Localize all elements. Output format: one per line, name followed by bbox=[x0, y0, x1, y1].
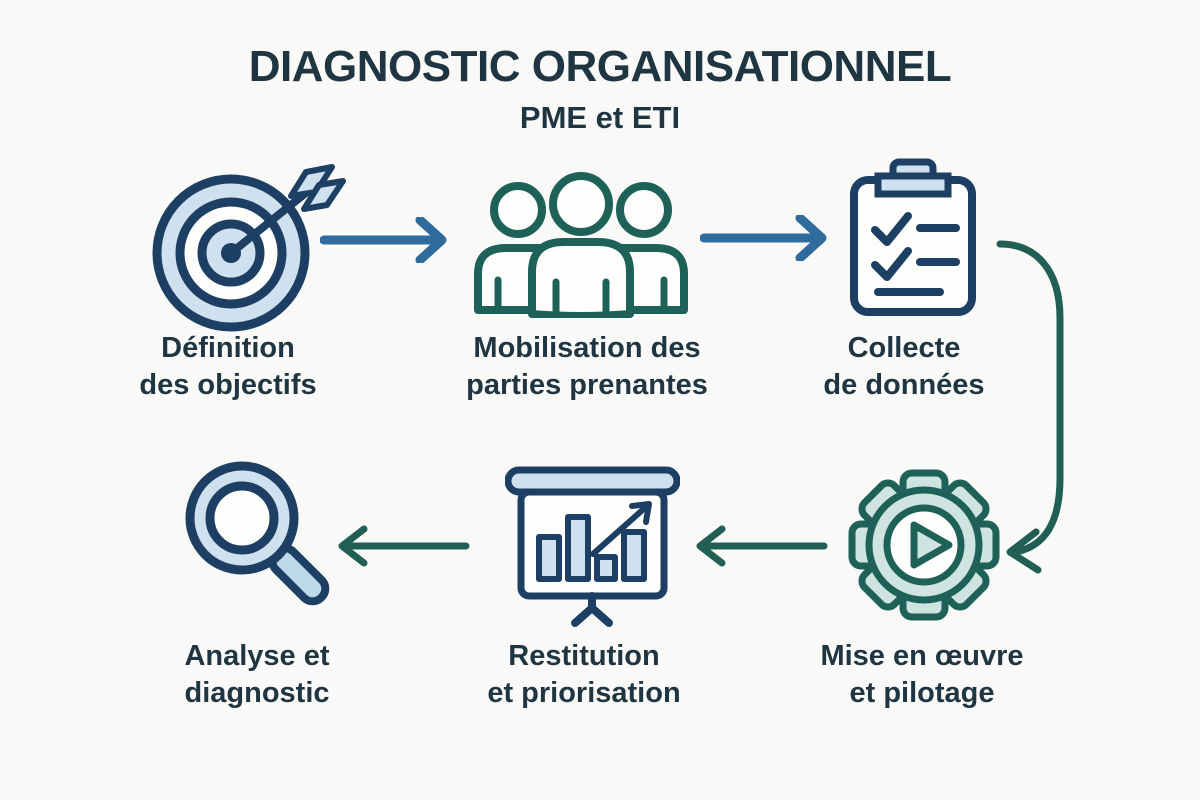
step-label-definition-objectifs: Définition des objectifs bbox=[139, 332, 317, 401]
presentation-chart-icon bbox=[505, 462, 680, 627]
clipboard-checklist-icon bbox=[848, 158, 978, 318]
arrow-left-icon bbox=[330, 524, 470, 568]
gear-play-icon bbox=[844, 465, 1004, 625]
step-label-restitution-priorisation: Restitution et priorisation bbox=[487, 640, 681, 709]
curved-arrow-down-icon bbox=[990, 230, 1090, 580]
page-title: DIAGNOSTIC ORGANISATIONNEL bbox=[248, 42, 952, 91]
magnifier-icon bbox=[176, 458, 336, 623]
target-icon bbox=[146, 156, 346, 341]
arrow-right-icon bbox=[700, 215, 830, 261]
step-label-mobilisation-parties: Mobilisation des parties prenantes bbox=[466, 332, 708, 401]
page-subtitle: PME et ETI bbox=[519, 100, 681, 135]
step-label-mise-en-oeuvre-pilotage: Mise en œuvre et pilotage bbox=[820, 640, 1024, 709]
arrow-right-icon bbox=[320, 217, 450, 263]
step-label-collecte-donnees: Collecte de données bbox=[823, 332, 985, 401]
arrow-left-icon bbox=[688, 524, 828, 568]
people-icon bbox=[466, 168, 696, 318]
step-label-analyse-diagnostic: Analyse et diagnostic bbox=[184, 640, 330, 709]
